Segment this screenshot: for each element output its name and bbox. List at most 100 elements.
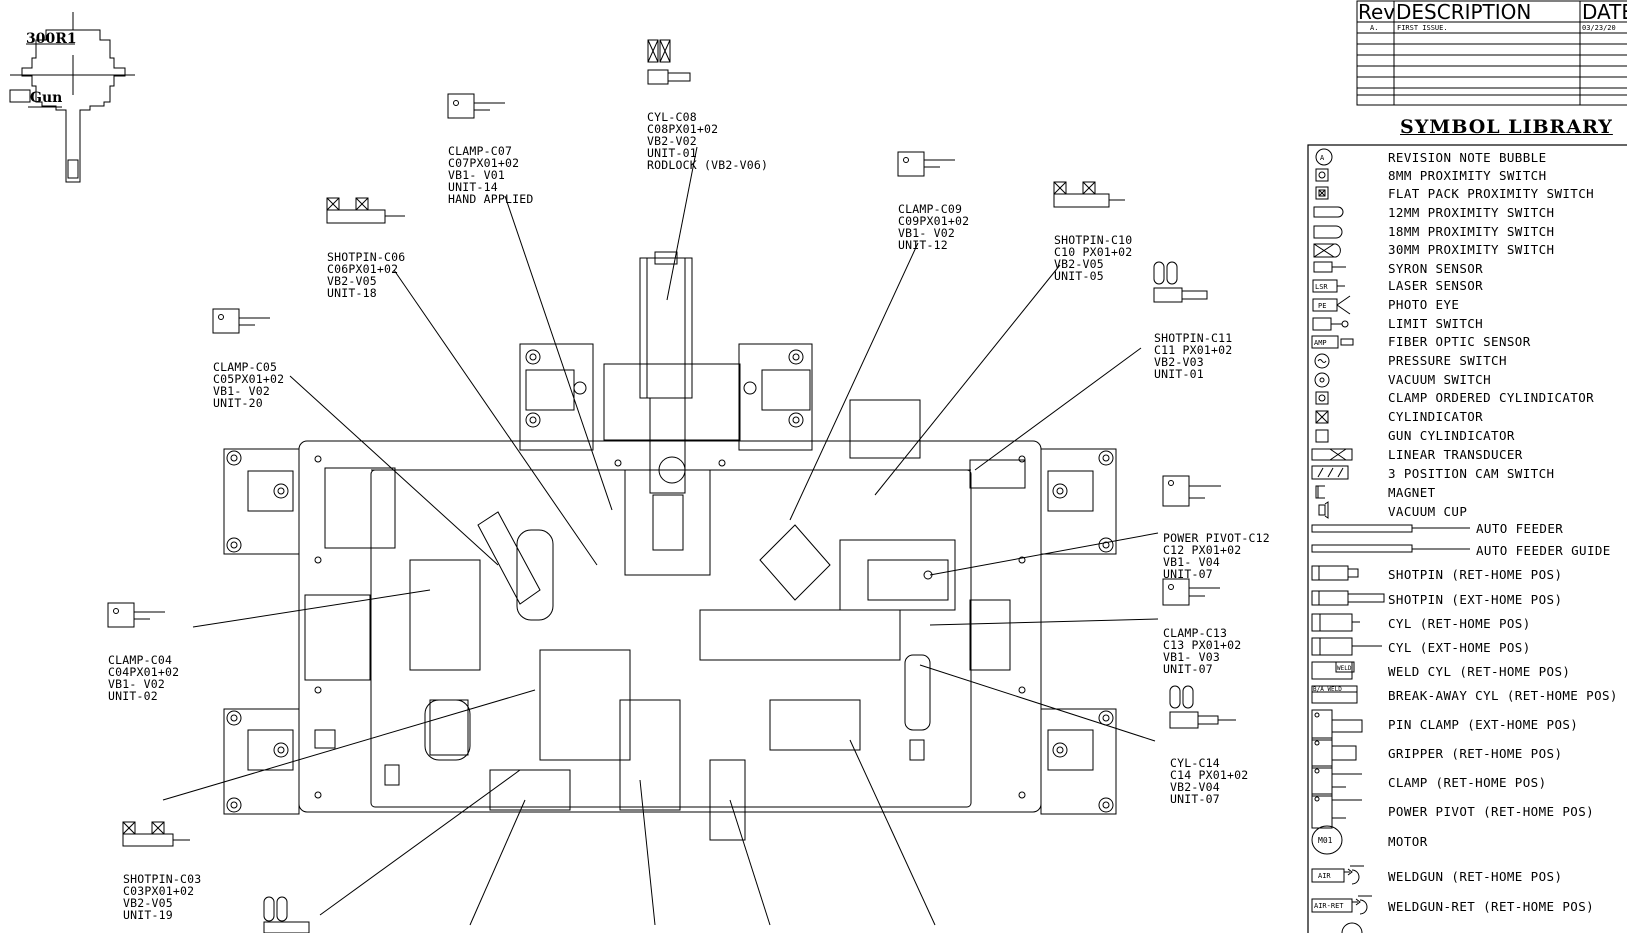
gun-legend-symbol — [9, 12, 135, 183]
symbol-row: CYLINDICATOR — [1388, 409, 1484, 424]
revision-bubble-letter: A — [1320, 154, 1325, 162]
prox-18mm-icon — [1313, 225, 1343, 239]
cam-switch-icon — [1311, 465, 1349, 480]
pressure-switch-icon — [1314, 353, 1330, 369]
description-cell: FIRST ISSUE. — [1397, 24, 1448, 32]
symbol-row: CLAMP ORDERED CYLINDICATOR — [1388, 390, 1595, 405]
symbol-row: REVISION NOTE BUBBLE — [1388, 150, 1547, 165]
symbol-row: GRIPPER (RET-HOME POS) — [1388, 746, 1563, 761]
symbol-row: PHOTO EYE — [1388, 297, 1460, 312]
break-away-cyl-icon — [1311, 685, 1358, 704]
syron-sensor-icon — [1313, 261, 1346, 273]
weldgun-icon — [1311, 865, 1364, 885]
symbol-row: PRESSURE SWITCH — [1388, 353, 1507, 368]
air-tag: AIR — [1318, 872, 1331, 880]
symbol-library-title: SYMBOL LIBRARY — [1400, 116, 1613, 138]
power-pivot-icon — [1311, 793, 1362, 829]
fiber-optic-icon — [1311, 335, 1354, 349]
fixture-base — [223, 251, 1117, 841]
amp-tag: AMP — [1314, 339, 1327, 347]
cyl-ext-icon — [1311, 637, 1382, 656]
symbol-row: AUTO FEEDER GUIDE — [1476, 543, 1611, 558]
gripper-icon — [1311, 737, 1357, 769]
bolt-holes — [226, 349, 1114, 813]
symbol-row: GUN CYLINDICATOR — [1388, 428, 1515, 443]
symbol-row: LINEAR TRANSDUCER — [1388, 447, 1523, 462]
date-header: DATE — [1582, 0, 1627, 24]
leader-lines — [162, 146, 1159, 926]
prox-30mm-icon — [1313, 243, 1341, 258]
symbol-library-icons — [1311, 148, 1470, 933]
symbol-row: PIN CLAMP (EXT-HOME POS) — [1388, 717, 1579, 732]
symbol-row: FLAT PACK PROXIMITY SWITCH — [1388, 186, 1595, 201]
symbol-row: POWER PIVOT (RET-HOME POS) — [1388, 804, 1595, 819]
clamp-ret-icon — [1311, 765, 1362, 797]
symbol-row: WELD CYL (RET-HOME POS) — [1388, 664, 1571, 679]
symbol-row: SHOTPIN (EXT-HOME POS) — [1388, 592, 1563, 607]
revision-table — [1356, 0, 1627, 106]
auto-feeder-icon — [1311, 524, 1470, 533]
cyl-ret-icon — [1311, 613, 1360, 632]
symbol-row: 18MM PROXIMITY SWITCH — [1388, 224, 1555, 239]
symbol-row: SHOTPIN (RET-HOME POS) — [1388, 567, 1563, 582]
gun-label-bottom: Gun — [30, 90, 63, 106]
magnet-icon — [1315, 485, 1325, 499]
shotpin-ext-icon — [1311, 590, 1385, 606]
limit-switch-icon — [1312, 317, 1349, 331]
linear-transducer-icon — [1311, 448, 1353, 461]
weld-cyl-icon — [1311, 661, 1355, 680]
weld-tag: WELD — [1337, 665, 1352, 672]
flat-pack-prox-icon — [1315, 186, 1329, 200]
vacuum-cup-icon — [1318, 501, 1329, 519]
laser-tag: LSR — [1315, 283, 1328, 291]
auto-feeder-guide-icon — [1311, 544, 1470, 553]
laser-sensor-icon — [1312, 279, 1345, 293]
symbol-row: AUTO FEEDER — [1476, 521, 1564, 536]
rev-header: Rev — [1358, 0, 1396, 24]
symbol-row: MAGNET — [1388, 485, 1436, 500]
gun-cylindicator-icon — [1315, 429, 1329, 443]
symbol-row: 8MM PROXIMITY SWITCH — [1388, 168, 1547, 183]
symbol-row: LASER SENSOR — [1388, 278, 1484, 293]
symbol-row: BREAK-AWAY CYL (RET-HOME POS) — [1388, 688, 1618, 703]
callout-symbols — [107, 39, 1236, 933]
break-away-tag: B/A WELD — [1313, 686, 1342, 693]
symbol-row: LIMIT SWITCH — [1388, 316, 1484, 331]
shotpin-ret-icon — [1311, 565, 1359, 581]
prox-8mm-icon — [1315, 168, 1329, 182]
symbol-row: WELDGUN (RET-HOME POS) — [1388, 869, 1563, 884]
motor-tag: M01 — [1318, 836, 1333, 845]
photo-eye-icon — [1312, 295, 1351, 315]
motor-icon — [1311, 825, 1343, 855]
date-cell: 03/23/20 — [1582, 24, 1616, 32]
symbol-row: 30MM PROXIMITY SWITCH — [1388, 242, 1555, 257]
symbol-row: WELDGUN-RET (RET-HOME POS) — [1388, 899, 1595, 914]
gun-label-top: 300R1 — [26, 31, 77, 47]
symbol-row: FIBER OPTIC SENSOR — [1388, 334, 1531, 349]
symbol-row: SYRON SENSOR — [1388, 261, 1484, 276]
vacuum-switch-icon — [1314, 372, 1330, 388]
pin-clamp-icon — [1311, 709, 1363, 741]
symbol-row: MOTOR — [1388, 834, 1428, 849]
air-ret-tag: AIR-RET — [1314, 902, 1344, 910]
clamp-cylindicator-icon — [1315, 391, 1329, 405]
rev-cell: A. — [1370, 24, 1379, 32]
revision-bubble-icon — [1315, 148, 1333, 166]
symbol-row: 3 POSITION CAM SWITCH — [1388, 466, 1555, 481]
description-header: DESCRIPTION — [1396, 0, 1532, 24]
symbol-row: CYL (EXT-HOME POS) — [1388, 640, 1531, 655]
weldgun-ret-icon — [1311, 895, 1372, 915]
cylindicator-icon — [1315, 410, 1329, 424]
